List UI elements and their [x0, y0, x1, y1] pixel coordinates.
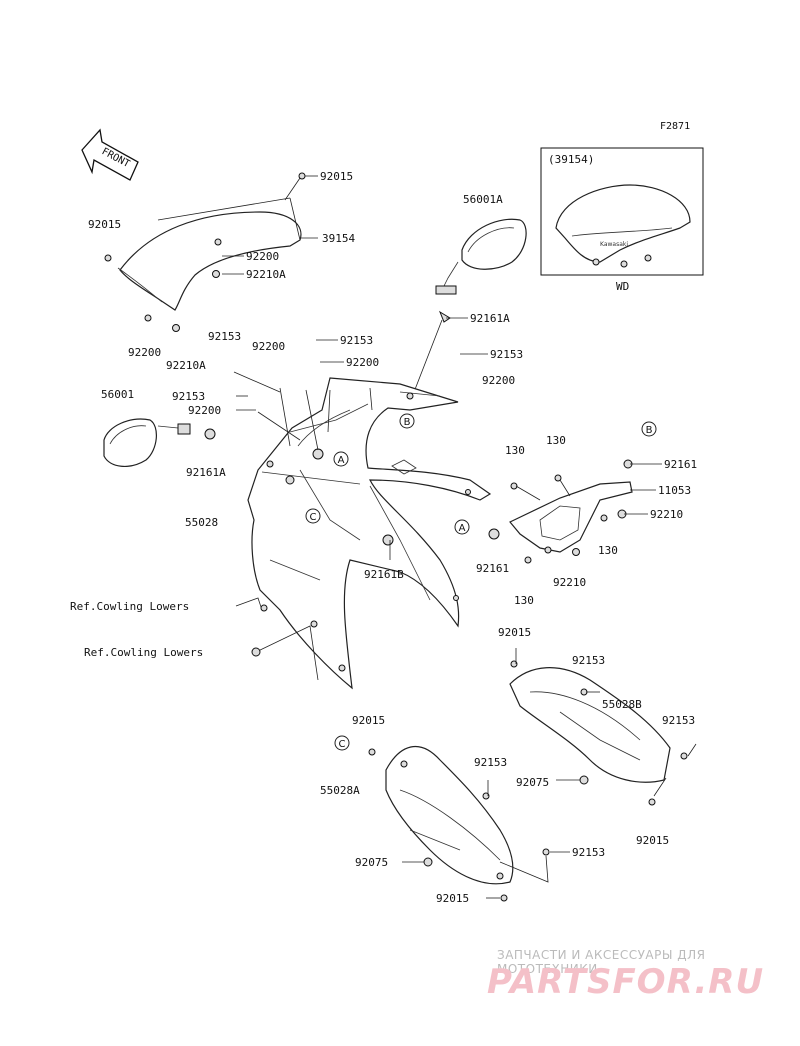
label-ref-cowling-lowers-1: Ref.Cowling Lowers	[70, 600, 189, 613]
label-56001: 56001	[101, 388, 134, 401]
svg-text:A: A	[338, 455, 345, 466]
callout-c-1: C	[305, 508, 321, 524]
label-130-b: 130	[546, 434, 566, 447]
label-92210a-b: 92210A	[166, 359, 206, 372]
leader-lines	[222, 175, 697, 899]
label-55028b: 55028B	[602, 698, 642, 711]
label-130-a: 130	[505, 444, 525, 457]
label-92161a-left: 92161A	[186, 466, 226, 479]
label-39154: 39154	[322, 232, 355, 245]
label-56001a: 56001A	[463, 193, 503, 206]
label-11053: 11053	[658, 484, 691, 497]
figure-code: F2871	[660, 121, 691, 132]
label-92075-a: 92075	[516, 776, 549, 789]
label-92161-lower: 92161	[476, 562, 509, 575]
label-130-c: 130	[598, 544, 618, 557]
label-92153-h: 92153	[572, 846, 605, 859]
label-92153-e: 92153	[572, 654, 605, 667]
windshield	[104, 172, 306, 332]
label-92200-d: 92200	[346, 356, 379, 369]
mirror-right	[413, 218, 527, 393]
label-92015-c: 92015	[498, 626, 531, 639]
upper-cowling	[233, 371, 492, 690]
inset-caption: WD	[616, 280, 629, 293]
label-92210a-a: 92210A	[246, 268, 286, 281]
callout-a-1: A	[333, 451, 349, 467]
callout-b-1: B	[399, 413, 415, 429]
label-92153-d: 92153	[172, 390, 205, 403]
label-92015-left: 92015	[88, 218, 121, 231]
mirror-left	[103, 418, 216, 467]
label-92200-a: 92200	[246, 250, 279, 263]
watermark-tagline: ЗАПЧАСТИ И АКСЕССУАРЫ ДЛЯ МОТОТЕХНИКИ	[497, 948, 706, 976]
label-92153-f: 92153	[662, 714, 695, 727]
ref-leaders	[235, 597, 319, 681]
label-92153-b: 92153	[340, 334, 373, 347]
label-92015-top: 92015	[320, 170, 353, 183]
label-92200-b: 92200	[128, 346, 161, 359]
label-92153-g: 92153	[474, 756, 507, 769]
watermark-logo: PARTSFOR.RU	[487, 962, 765, 1002]
label-92015-e: 92015	[352, 714, 385, 727]
label-92161b: 92161B	[364, 568, 404, 581]
label-130-d: 130	[514, 594, 534, 607]
label-92210-a: 92210	[650, 508, 683, 521]
svg-text:B: B	[646, 425, 653, 436]
label-92200-f: 92200	[188, 404, 221, 417]
bracket-11053	[488, 459, 633, 564]
inner-panel-55028b	[509, 660, 688, 806]
label-92210-b: 92210	[553, 576, 586, 589]
label-92015-d: 92015	[636, 834, 669, 847]
inset-brand: Kawasaki	[600, 241, 628, 248]
inset-box: (39154) Kawasaki WD	[540, 147, 704, 293]
svg-text:C: C	[310, 512, 317, 523]
inner-panel-55028a	[368, 745, 550, 902]
callout-b-2: B	[641, 421, 657, 437]
inset-part-label: (39154)	[548, 153, 594, 166]
inset-windshield	[555, 184, 691, 263]
label-55028a: 55028A	[320, 784, 360, 797]
label-92015-f: 92015	[436, 892, 469, 905]
label-92161a-right: 92161A	[470, 312, 510, 325]
label-ref-cowling-lowers-2: Ref.Cowling Lowers	[84, 646, 203, 659]
label-92200-c: 92200	[252, 340, 285, 353]
svg-text:B: B	[404, 417, 411, 428]
front-arrow-icon: FRONT	[81, 128, 139, 181]
svg-text:C: C	[339, 739, 346, 750]
label-55028: 55028	[185, 516, 218, 529]
label-92200-e: 92200	[482, 374, 515, 387]
label-92161-right: 92161	[664, 458, 697, 471]
label-92153-a: 92153	[208, 330, 241, 343]
callout-c-2: C	[334, 735, 350, 751]
label-92075-b: 92075	[355, 856, 388, 869]
svg-text:A: A	[459, 523, 466, 534]
callout-a-2: A	[454, 519, 470, 535]
label-92153-c: 92153	[490, 348, 523, 361]
